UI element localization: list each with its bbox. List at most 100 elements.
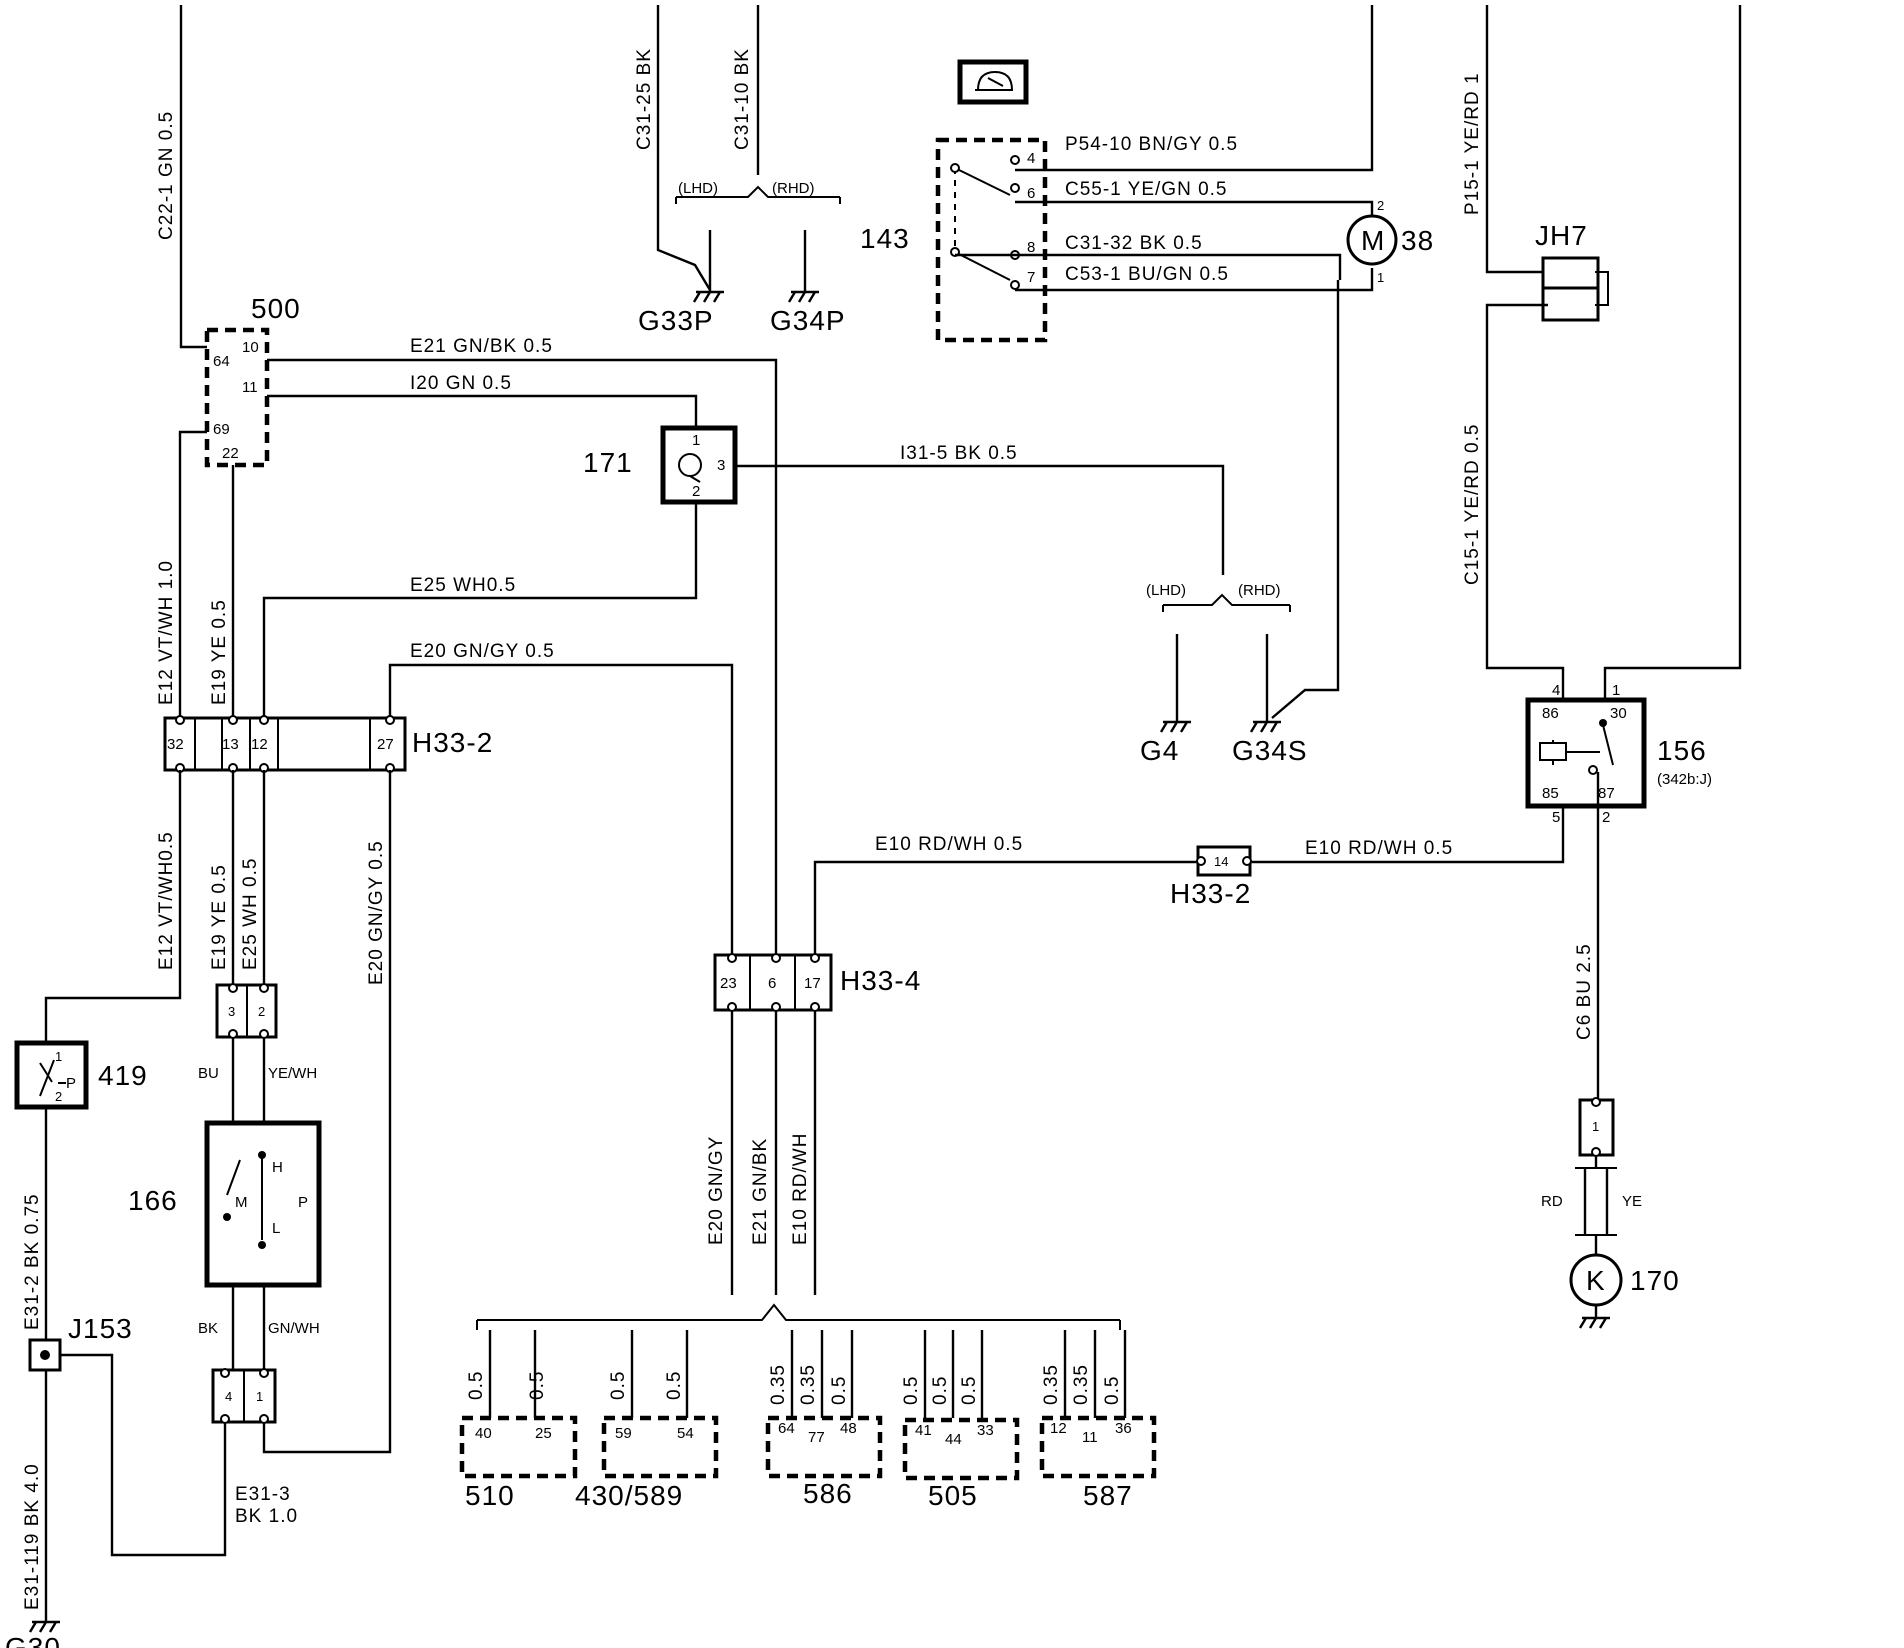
svg-text:YE/WH: YE/WH bbox=[268, 1065, 317, 1082]
wire-bu-yewh bbox=[231, 1037, 266, 1125]
svg-text:BK: BK bbox=[198, 1320, 218, 1337]
svg-text:69: 69 bbox=[213, 421, 230, 438]
module-label-510: 510 bbox=[465, 1480, 515, 1511]
module-label-430-589: 430/589 bbox=[575, 1480, 683, 1511]
svg-text:1: 1 bbox=[692, 432, 700, 449]
svg-text:2: 2 bbox=[1602, 809, 1610, 826]
wire-label-e10-left: E10 RD/WH 0.5 bbox=[875, 834, 1023, 855]
junction-j153: J153 bbox=[28, 1313, 133, 1372]
wire-label-c55-1: C55-1 YE/GN 0.5 bbox=[1065, 179, 1228, 200]
wire-label-c53-1: C53-1 BU/GN 0.5 bbox=[1065, 264, 1229, 285]
component-171: 171 1 2 3 bbox=[583, 425, 738, 505]
ground-label-g34p: G34P bbox=[770, 305, 846, 336]
svg-text:1: 1 bbox=[1377, 270, 1384, 285]
svg-text:8: 8 bbox=[1027, 239, 1035, 256]
wire-label-e25-bottom: E25 WH 0.5 bbox=[240, 858, 261, 970]
wire-label-e21: E21 GN/BK 0.5 bbox=[410, 336, 553, 357]
wire-label-i31-5: I31-5 BK 0.5 bbox=[900, 443, 1018, 464]
wire-label-e31-2: E31-2 BK 0.75 bbox=[22, 1193, 43, 1330]
relay-156: 86 30 85 87 4 1 5 2 156 (342b:J) bbox=[1525, 682, 1712, 826]
wire-label-e12-top: E12 VT/WH 1.0 bbox=[156, 560, 177, 705]
module-586: 0.35 0.35 0.5 64 77 48 586 bbox=[765, 1330, 883, 1509]
svg-text:GN/WH: GN/WH bbox=[268, 1320, 320, 1337]
svg-text:E20 GN/GY: E20 GN/GY bbox=[706, 1136, 727, 1245]
svg-text:86: 86 bbox=[1542, 705, 1559, 722]
connector-label-h33-2: H33-2 bbox=[412, 727, 493, 758]
wire-e12-top: E12 VT/WH 1.0 bbox=[156, 430, 207, 720]
connector-label-h33-4: H33-4 bbox=[840, 965, 921, 996]
svg-text:3: 3 bbox=[717, 457, 725, 474]
wire-e25-bottom: E25 WH 0.5 bbox=[240, 770, 266, 985]
wire-i20: I20 GN 0.5 bbox=[267, 373, 698, 428]
component-label-419: 419 bbox=[98, 1060, 148, 1091]
svg-text:23: 23 bbox=[720, 975, 737, 992]
ground-label-g33p: G33P bbox=[638, 305, 714, 336]
svg-text:4: 4 bbox=[225, 1389, 232, 1404]
wire-i31-5: I31-5 BK 0.5 bbox=[735, 443, 1225, 575]
wire-e25: E25 WH0.5 bbox=[262, 502, 698, 720]
svg-text:6: 6 bbox=[768, 975, 776, 992]
motor-38: M 38 2 1 bbox=[1346, 198, 1434, 285]
module-430-589: 0.5 0.5 59 54 430/589 bbox=[575, 1330, 719, 1511]
wire-label-e31-3-spec: BK 1.0 bbox=[235, 1506, 298, 1527]
svg-text:85: 85 bbox=[1542, 785, 1559, 802]
svg-text:27: 27 bbox=[377, 736, 394, 753]
wire-label-c31-10: C31-10 BK bbox=[732, 48, 753, 150]
relay-170: K 170 bbox=[1569, 1253, 1679, 1329]
wire-e20-bottom: E20 GN/GY 0.5 bbox=[262, 770, 392, 1454]
svg-text:13: 13 bbox=[222, 736, 239, 753]
svg-text:(LHD): (LHD) bbox=[678, 180, 718, 197]
svg-text:L: L bbox=[272, 1220, 280, 1237]
wire-label-c6: C6 BU 2.5 bbox=[1574, 943, 1595, 1040]
module-label-586: 586 bbox=[803, 1478, 853, 1509]
junction-label-jh7: JH7 bbox=[1535, 220, 1588, 251]
wire-e21: E21 GN/BK 0.5 bbox=[267, 336, 778, 960]
module-label-505: 505 bbox=[928, 1480, 978, 1511]
svg-text:12: 12 bbox=[1050, 1420, 1067, 1437]
wire-label-p15-1: P15-1 YE/RD 1 bbox=[1462, 72, 1483, 215]
svg-text:22: 22 bbox=[222, 445, 239, 462]
connector-3-2: 3 2 bbox=[215, 983, 278, 1039]
wire-label-e19-bottom: E19 YE 0.5 bbox=[209, 864, 230, 970]
component-label-38: 38 bbox=[1401, 225, 1434, 256]
wire-label-c15-1: C15-1 YE/RD 0.5 bbox=[1462, 424, 1483, 585]
wire-label-i20: I20 GN 0.5 bbox=[410, 373, 512, 394]
svg-text:BU: BU bbox=[198, 1065, 219, 1082]
ground-g33p: G33P bbox=[638, 230, 724, 336]
connector-h33-4: 23 6 17 H33-4 bbox=[713, 953, 921, 1012]
svg-text:59: 59 bbox=[615, 1425, 632, 1442]
wire-e12-bottom: E12 VT/WH0.5 bbox=[44, 770, 182, 1045]
wire-c22-1: C22-1 GN 0.5 bbox=[156, 5, 207, 349]
junction-label-j153: J153 bbox=[68, 1313, 133, 1344]
svg-text:0.5: 0.5 bbox=[901, 1376, 922, 1405]
module-bus-bracket bbox=[476, 1303, 1121, 1330]
svg-text:(RHD): (RHD) bbox=[772, 180, 815, 197]
svg-text:0.5: 0.5 bbox=[829, 1376, 850, 1405]
module-label-587: 587 bbox=[1083, 1480, 1133, 1511]
wire-e31-2: E31-2 BK 0.75 bbox=[22, 1107, 48, 1340]
connector-h33-2-pin14: 14 H33-2 bbox=[1170, 845, 1252, 909]
svg-text:30: 30 bbox=[1610, 705, 1627, 722]
svg-text:25: 25 bbox=[535, 1425, 552, 1442]
component-label-156: 156 bbox=[1657, 735, 1707, 766]
wire-e31-119: E31-119 BK 4.0 bbox=[22, 1370, 48, 1622]
svg-text:1: 1 bbox=[1612, 682, 1620, 699]
component-label-166: 166 bbox=[128, 1185, 178, 1216]
svg-text:0.5: 0.5 bbox=[1102, 1376, 1123, 1405]
wire-label-e25: E25 WH0.5 bbox=[410, 575, 516, 596]
wire-label-e20: E20 GN/GY 0.5 bbox=[410, 641, 555, 662]
wire-p54-10: P54-10 BN/GY 0.5 bbox=[1015, 5, 1374, 172]
wire-c6: C6 BU 2.5 bbox=[1574, 772, 1600, 1100]
svg-text:10: 10 bbox=[242, 339, 259, 356]
ground-g34s: G34S bbox=[1232, 280, 1340, 766]
svg-text:33: 33 bbox=[977, 1422, 994, 1439]
module-510: 0.5 0.5 40 25 510 bbox=[459, 1330, 578, 1511]
svg-text:2: 2 bbox=[55, 1089, 62, 1104]
svg-text:(LHD): (LHD) bbox=[1146, 582, 1186, 599]
wire-c31-10: C31-10 BK bbox=[732, 5, 760, 175]
ground-g34p: G34P bbox=[770, 230, 846, 336]
svg-text:(RHD): (RHD) bbox=[1238, 582, 1281, 599]
wire-e19-bottom: E19 YE 0.5 bbox=[209, 770, 235, 985]
wire-e31-3: E31-3 BK 1.0 bbox=[60, 1353, 298, 1557]
